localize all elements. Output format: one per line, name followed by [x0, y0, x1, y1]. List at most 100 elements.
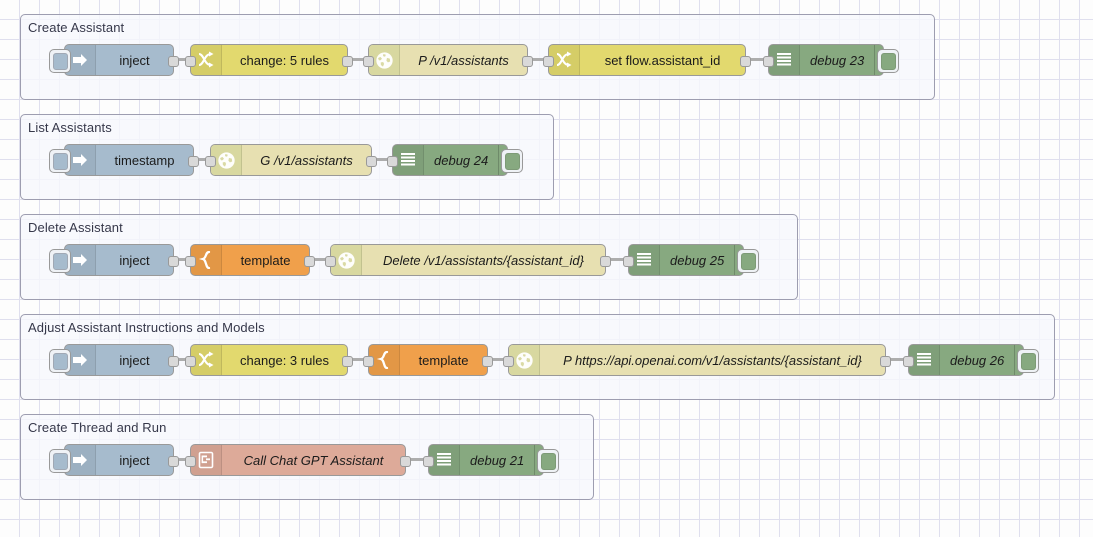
node-label: Delete /v1/assistants/{assistant_id}	[383, 252, 584, 268]
input-port[interactable]	[185, 356, 196, 367]
connection-wire[interactable]	[310, 258, 330, 261]
output-port[interactable]	[522, 56, 533, 67]
connection-wire[interactable]	[174, 358, 190, 361]
node-inject[interactable]: timestamp	[49, 144, 199, 176]
output-port[interactable]	[342, 56, 353, 67]
debug-toggle-button[interactable]	[537, 449, 559, 473]
node-label: template	[240, 252, 291, 268]
input-port[interactable]	[185, 56, 196, 67]
inject-trigger-button[interactable]	[49, 49, 71, 73]
input-port[interactable]	[205, 156, 216, 167]
debug-lines-icon	[429, 445, 460, 475]
output-port[interactable]	[342, 356, 353, 367]
node-inject[interactable]: inject	[49, 344, 179, 376]
output-port[interactable]	[168, 56, 179, 67]
connection-wire[interactable]	[746, 58, 768, 61]
connection-wire[interactable]	[606, 258, 628, 261]
output-port[interactable]	[168, 256, 179, 267]
input-port[interactable]	[423, 456, 434, 467]
node-http[interactable]: G /v1/assistants	[205, 144, 377, 176]
node-http[interactable]: P /v1/assistants	[363, 44, 533, 76]
debug-toggle-button[interactable]	[877, 49, 899, 73]
group-label: Create Thread and Run	[28, 420, 167, 435]
connection-wire[interactable]	[886, 358, 908, 361]
globe-icon	[211, 145, 242, 175]
node-inject[interactable]: inject	[49, 44, 179, 76]
node-debug[interactable]: debug 25	[623, 244, 759, 276]
inject-trigger-button[interactable]	[49, 449, 71, 473]
node-debug[interactable]: debug 21	[423, 444, 559, 476]
input-port[interactable]	[503, 356, 514, 367]
connection-wire[interactable]	[174, 258, 190, 261]
node-change[interactable]: set flow.assistant_id	[543, 44, 751, 76]
connection-wire[interactable]	[194, 158, 210, 161]
group-label: Adjust Assistant Instructions and Models	[28, 320, 265, 335]
connection-wire[interactable]	[372, 158, 392, 161]
node-label: change: 3 rules	[240, 352, 329, 368]
node-function[interactable]: Call Chat GPT Assistant	[185, 444, 411, 476]
connection-wire[interactable]	[488, 358, 508, 361]
node-label: change: 5 rules	[240, 52, 329, 68]
node-http[interactable]: P https://api.openai.com/v1/assistants/{…	[503, 344, 891, 376]
output-port[interactable]	[400, 456, 411, 467]
node-change[interactable]: change: 3 rules	[185, 344, 353, 376]
globe-icon	[509, 345, 540, 375]
inject-trigger-button[interactable]	[49, 349, 71, 373]
node-change[interactable]: change: 5 rules	[185, 44, 353, 76]
output-port[interactable]	[188, 156, 199, 167]
output-port[interactable]	[304, 256, 315, 267]
node-label: debug 24	[434, 152, 489, 168]
debug-lines-icon	[769, 45, 800, 75]
input-port[interactable]	[543, 56, 554, 67]
input-port[interactable]	[623, 256, 634, 267]
node-inject[interactable]: inject	[49, 444, 179, 476]
debug-toggle-button[interactable]	[1017, 349, 1039, 373]
node-label: inject	[119, 352, 150, 368]
globe-icon	[331, 245, 362, 275]
input-port[interactable]	[185, 456, 196, 467]
node-label: P /v1/assistants	[418, 52, 509, 68]
output-port[interactable]	[880, 356, 891, 367]
input-port[interactable]	[763, 56, 774, 67]
debug-toggle-button[interactable]	[501, 149, 523, 173]
input-port[interactable]	[185, 256, 196, 267]
node-debug[interactable]: debug 23	[763, 44, 899, 76]
node-debug[interactable]: debug 26	[903, 344, 1039, 376]
globe-icon	[369, 45, 400, 75]
output-port[interactable]	[168, 356, 179, 367]
group-label: List Assistants	[28, 120, 112, 135]
node-debug[interactable]: debug 24	[387, 144, 523, 176]
connection-wire[interactable]	[528, 58, 548, 61]
input-port[interactable]	[363, 56, 374, 67]
node-label: template	[418, 352, 469, 368]
connection-wire[interactable]	[174, 458, 190, 461]
node-label: debug 25	[670, 252, 725, 268]
node-http[interactable]: Delete /v1/assistants/{assistant_id}	[325, 244, 611, 276]
connection-wire[interactable]	[174, 58, 190, 61]
connection-wire[interactable]	[406, 458, 428, 461]
debug-lines-icon	[909, 345, 940, 375]
group-label: Delete Assistant	[28, 220, 123, 235]
node-template[interactable]: template	[363, 344, 493, 376]
node-label: set flow.assistant_id	[604, 52, 721, 68]
input-port[interactable]	[325, 256, 336, 267]
node-label: inject	[119, 52, 150, 68]
input-port[interactable]	[903, 356, 914, 367]
debug-toggle-button[interactable]	[737, 249, 759, 273]
inject-trigger-button[interactable]	[49, 149, 71, 173]
connection-wire[interactable]	[348, 58, 368, 61]
output-port[interactable]	[740, 56, 751, 67]
change-swap-icon	[549, 45, 580, 75]
output-port[interactable]	[168, 456, 179, 467]
output-port[interactable]	[600, 256, 611, 267]
output-port[interactable]	[366, 156, 377, 167]
node-inject[interactable]: inject	[49, 244, 179, 276]
node-template[interactable]: template	[185, 244, 315, 276]
input-port[interactable]	[363, 356, 374, 367]
node-label: G /v1/assistants	[260, 152, 353, 168]
inject-trigger-button[interactable]	[49, 249, 71, 273]
input-port[interactable]	[387, 156, 398, 167]
output-port[interactable]	[482, 356, 493, 367]
connection-wire[interactable]	[348, 358, 368, 361]
